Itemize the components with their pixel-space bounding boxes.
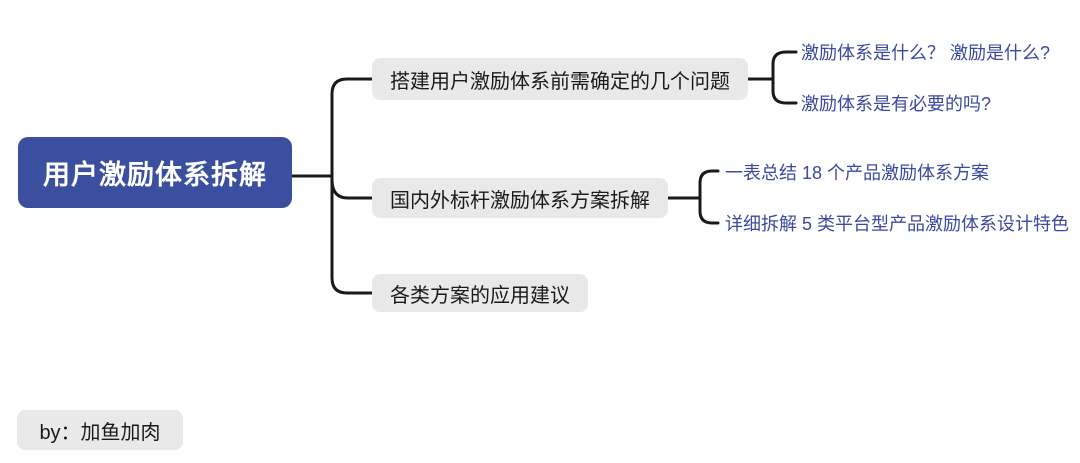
connector-branch-1-fork <box>771 50 798 105</box>
leaf-node-is-it-necessary[interactable]: 激励体系是有必要的吗? <box>801 94 992 114</box>
leaf-node-5-platform-types-detail[interactable]: 详细拆解 5 类平台型产品激励体系设计特色 <box>725 214 1070 234</box>
branch-node-benchmark-plans[interactable]: 国内外标杆激励体系方案拆解 <box>372 178 668 218</box>
author-byline: by：加鱼加肉 <box>17 410 183 450</box>
connector-branch-2-fork <box>698 169 720 225</box>
branch-node-application-advice[interactable]: 各类方案的应用建议 <box>372 274 588 312</box>
branch-node-questions[interactable]: 搭建用户激励体系前需确定的几个问题 <box>372 58 748 100</box>
connector-branch-2 <box>330 178 374 200</box>
root-node[interactable]: 用户激励体系拆解 <box>18 137 292 208</box>
leaf-node-what-is-incentive-system[interactable]: 激励体系是什么？ 激励是什么? <box>801 43 1051 63</box>
leaf-node-18-product-plans-table[interactable]: 一表总结 18 个产品激励体系方案 <box>725 163 990 183</box>
connector-trunk <box>330 77 374 295</box>
